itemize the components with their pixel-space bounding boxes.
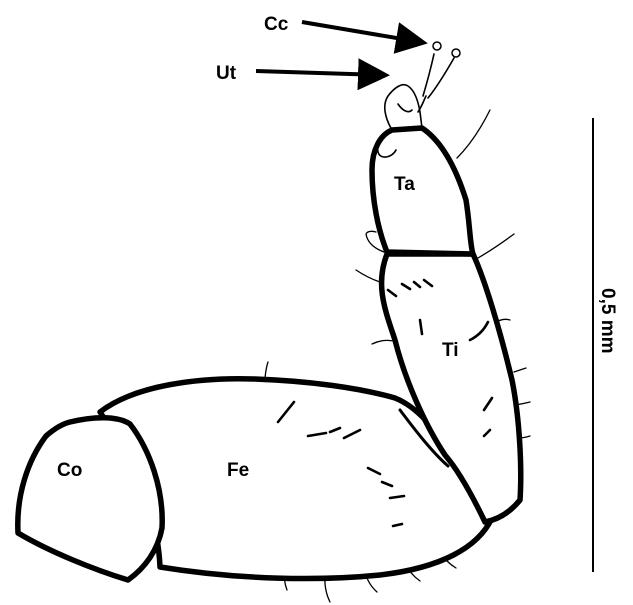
tarsus-label: Ta (394, 174, 415, 195)
claw-label: Cc (264, 14, 289, 35)
coxa-label: Co (57, 460, 82, 481)
unguitractor-label: Ut (216, 63, 237, 84)
tibia-label: Ti (442, 340, 459, 361)
femur-label: Fe (227, 460, 249, 481)
unguitractor-pointer-arrow (256, 71, 382, 75)
coxa-segment (18, 418, 162, 580)
scale-bar-label: 0,5 mm (597, 288, 618, 353)
tarsus-segment (372, 128, 473, 254)
claw-pointer-arrow (302, 22, 420, 42)
